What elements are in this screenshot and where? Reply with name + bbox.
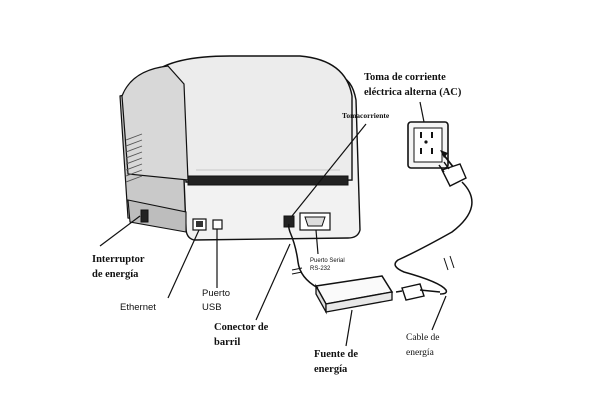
dc-cable (287, 223, 319, 289)
printer-base (127, 199, 187, 233)
printer (119, 55, 361, 241)
power-switch[interactable] (140, 209, 149, 223)
cord-connector[interactable] (395, 283, 441, 301)
wall-outlet[interactable] (407, 121, 449, 169)
ethernet-port[interactable] (192, 218, 207, 231)
label-ac-outlet-1: Toma de corriente (364, 72, 446, 83)
usb-port[interactable] (212, 219, 223, 230)
label-power-cord-1: Cable de (406, 333, 440, 343)
power-supply[interactable] (314, 275, 394, 315)
label-serial-2: RS-232 (310, 266, 331, 272)
label-ethernet: Ethernet (120, 302, 156, 313)
paper-slot (187, 175, 349, 186)
printer-top-cover (150, 55, 353, 183)
serial-port[interactable] (299, 212, 331, 231)
label-power-supply-1: Fuente de (314, 349, 358, 360)
label-barrel-1: Conector de (214, 322, 269, 333)
label-power-receptacle: Tomacorriente (342, 111, 390, 120)
label-ac-outlet-2: eléctrica alterna (AC) (364, 87, 462, 98)
label-usb-1: Puerto (202, 288, 230, 299)
ac-plug[interactable] (438, 161, 467, 187)
label-power-supply-2: energía (314, 364, 348, 375)
label-power-cord-2: energía (406, 348, 435, 358)
label-serial-1: Puerto Serial (310, 258, 345, 264)
printer-cover-side (121, 65, 189, 181)
label-power-switch-2: de energía (92, 269, 139, 280)
label-power-switch-1: Interruptor (92, 254, 145, 265)
label-usb-2: USB (202, 302, 222, 313)
leader-lines (99, 101, 447, 347)
label-barrel-2: barril (214, 337, 240, 348)
vent-grille (125, 133, 143, 183)
power-cord (394, 181, 473, 295)
